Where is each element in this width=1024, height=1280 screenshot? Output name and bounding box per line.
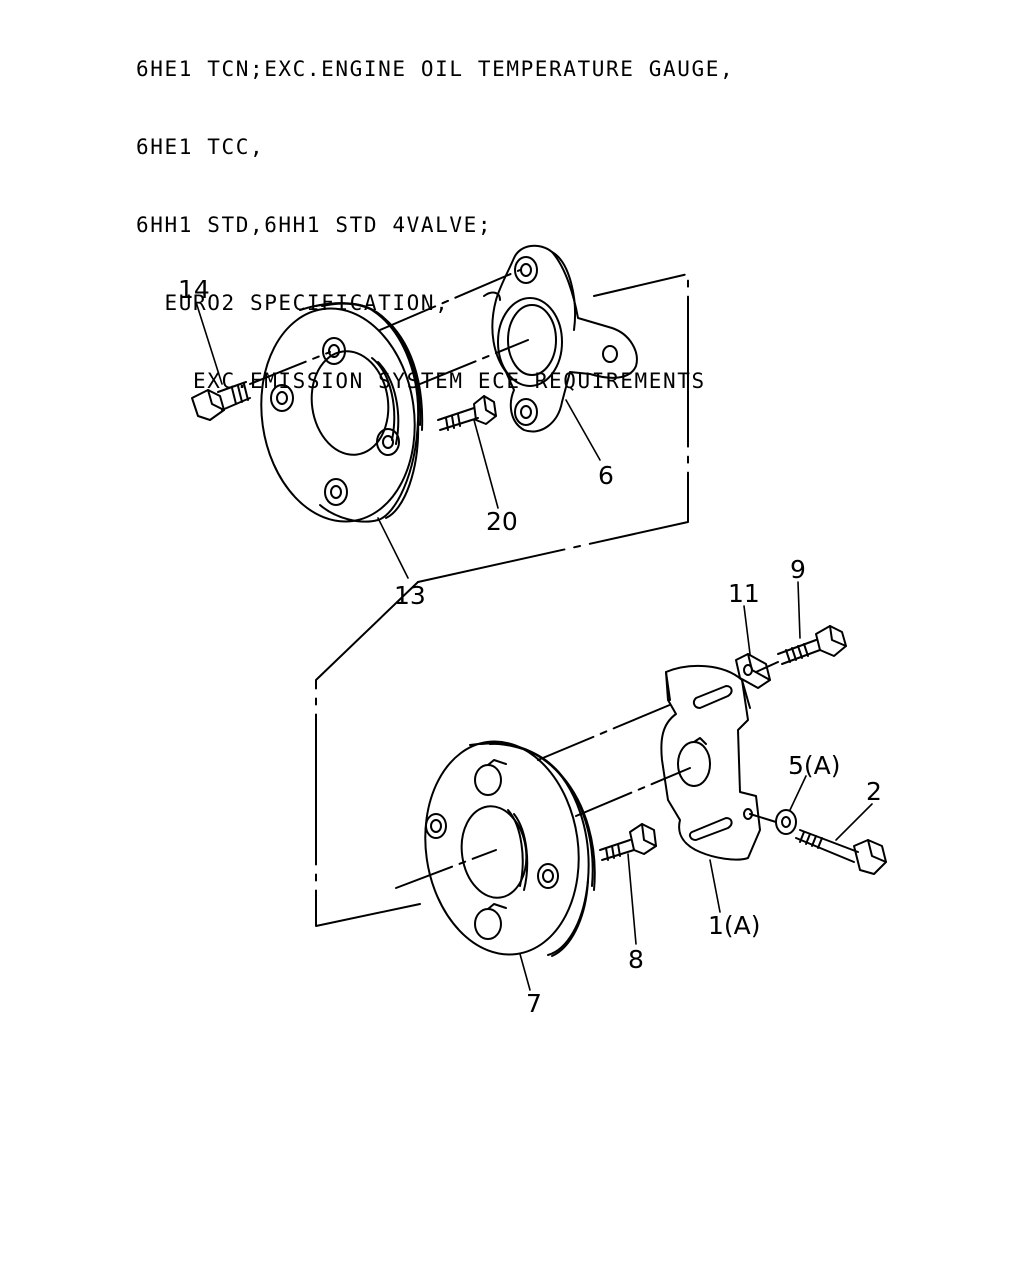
callout-1: 1(A) [708,911,761,940]
bolt-8 [599,823,657,861]
callout-5: 5(A) [788,751,841,780]
callout-7: 7 [526,989,542,1018]
callout-2: 2 [866,777,882,806]
leader-lines-upper [195,301,601,579]
callout-20: 20 [486,507,518,536]
bolt-2 [795,829,887,875]
alignment-lines-upper [249,269,529,385]
callout-8: 8 [628,945,644,974]
nut-11 [735,653,771,689]
callout-6: 6 [598,461,614,490]
assembly-frame-lower [315,581,421,927]
pulley-disc-7 [424,740,596,957]
bolt-14 [191,381,251,421]
washer-5 [775,809,797,835]
callout-13: 13 [394,581,426,610]
bracket-6 [483,244,638,433]
pulley-disc-13 [260,302,424,523]
bolt-9 [777,625,847,665]
note-line-1: 6HE1 TCN;EXC.ENGINE OIL TEMPERATURE GAUG… [136,57,735,81]
note-line-2: 6HE1 TCC, [136,135,265,159]
bolt-20 [437,395,497,431]
callout-9: 9 [790,555,806,584]
alignment-lines-lower [395,661,779,889]
assembly-frame [417,273,689,583]
note-line-3: 6HH1 STD,6HH1 STD 4VALVE; [136,213,493,237]
callout-14: 14 [178,275,210,304]
adjusting-bracket-1 [660,664,761,861]
callout-11: 11 [728,579,760,608]
leader-lines-lower [519,581,873,991]
